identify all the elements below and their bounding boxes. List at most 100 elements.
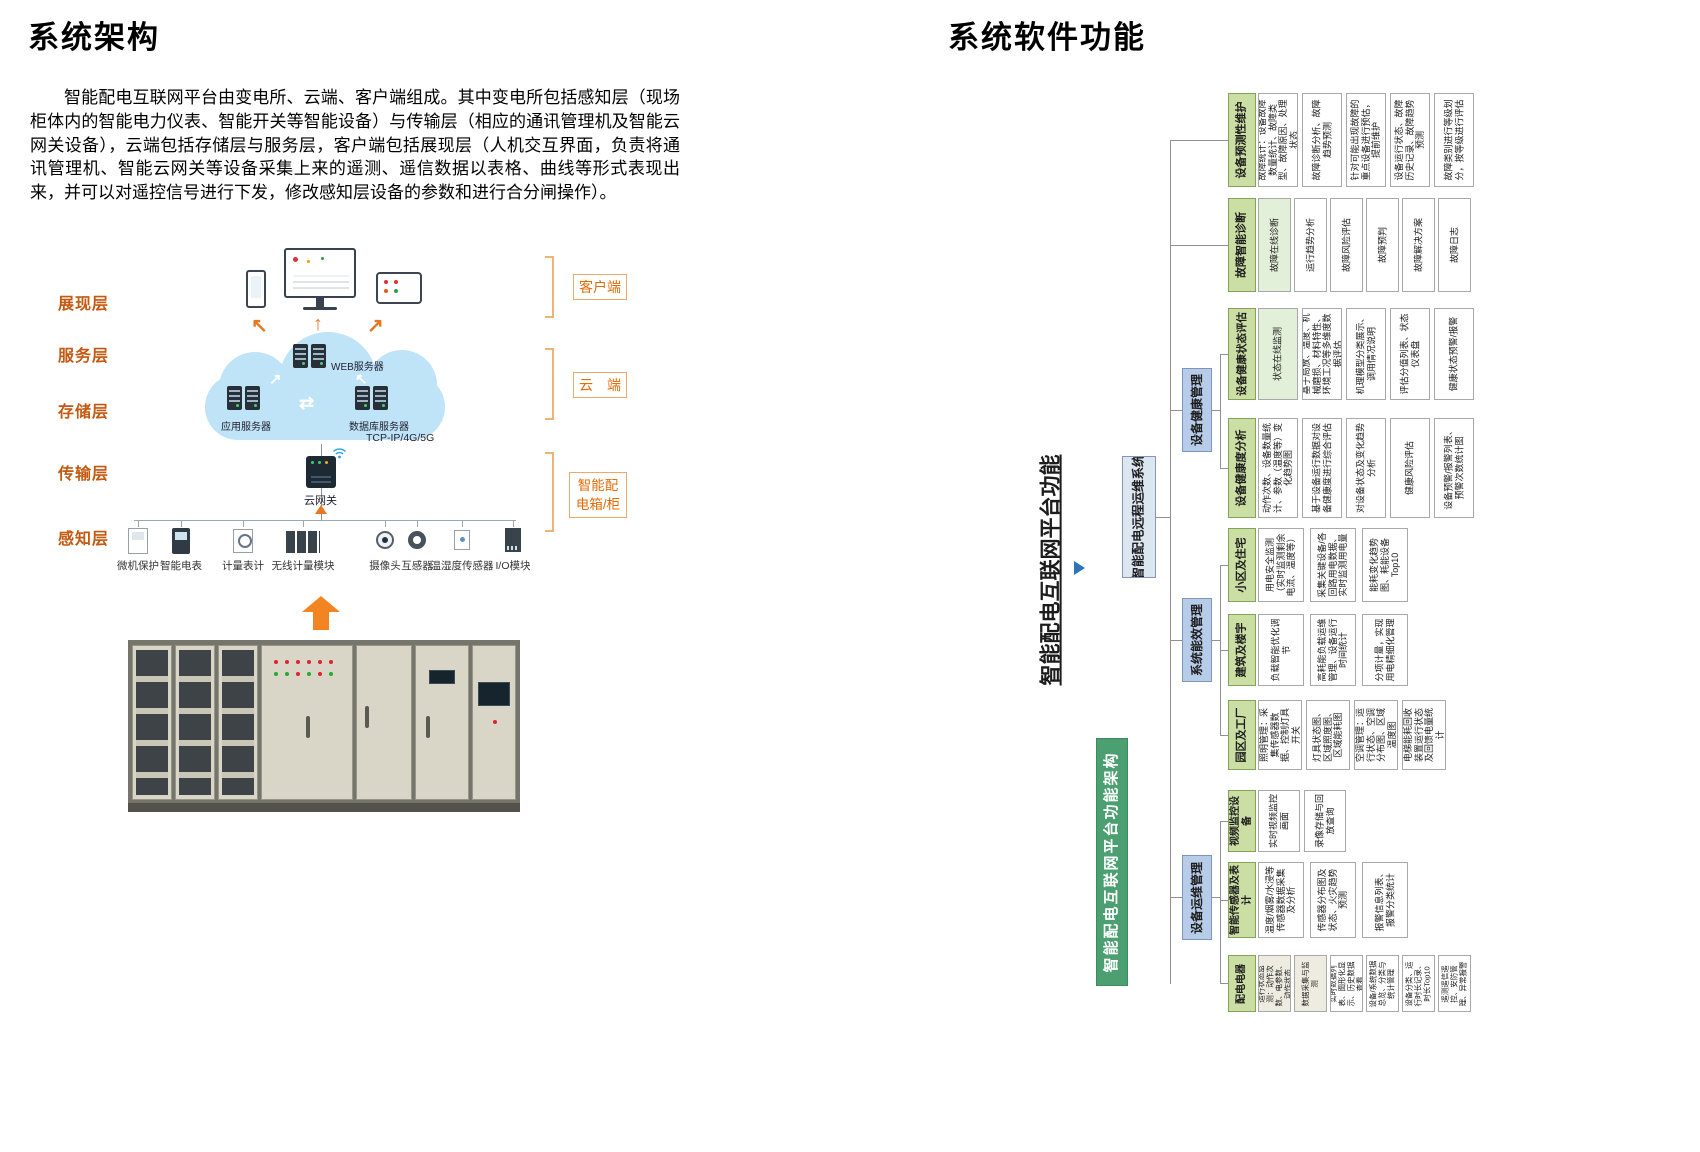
leaf-buildings: 建筑及楼宇: [1228, 614, 1256, 686]
cabinet-handle: [365, 706, 369, 728]
arrow-sync-icon: ⇄: [299, 393, 315, 413]
transformer-icon: [408, 531, 426, 549]
indicator-light: [493, 720, 497, 724]
protection-relay-icon: [128, 528, 148, 554]
detail-text: 传感器分布图及状态、火灾趋势预测: [1317, 868, 1349, 932]
detail-cell: 运行状态监测：动作次数、电参数、动作状态: [1258, 955, 1291, 1012]
detail-cell: 照明管理：采集传感器数据、控制灯具开关: [1258, 700, 1302, 770]
protocol-label: TCP-IP/4G/5G: [366, 432, 435, 444]
detail-text: 能耗变化趋势图、耗能设备Top10: [1369, 538, 1401, 593]
connector-line: [1220, 735, 1228, 736]
cabinet-meter-door: [415, 645, 469, 800]
device-label: 互感器: [401, 560, 433, 572]
leaf-video-monitoring: 视频监控设备: [1228, 790, 1256, 852]
detail-cell: 设备运行状态、故障历史记录、故障趋势预测: [1390, 93, 1430, 187]
root-node-label: 智能配电远程运维系统: [1131, 456, 1146, 578]
db-server-label: 数据库服务器: [349, 422, 409, 433]
connector-line: [1220, 900, 1228, 901]
connector-line: [1220, 821, 1228, 822]
page-title-architecture: 系统架构: [28, 20, 160, 55]
detail-text: 实时视频监控画面: [1268, 793, 1289, 848]
detail-cell: 设备预警/报警列表、预警次数统计图: [1434, 418, 1474, 518]
device-label: 智能电表: [160, 560, 202, 572]
cloud-shape: WEB服务器 ↗ ↖ ⇄ 应用服务器 数据库服务器: [203, 330, 449, 444]
detail-cell: 故障风险评估: [1330, 198, 1363, 292]
app-server-icon: [227, 386, 242, 410]
leaf-label: 园区及工厂: [1235, 707, 1248, 763]
app-server-icon: [245, 386, 260, 410]
detail-cell: 遥测遥信遥控、安防管理、异常报警: [1438, 955, 1471, 1012]
up-arrow-icon: [302, 596, 340, 612]
detail-cell: 灯具状态图、区域照度图、区域能耗图: [1306, 700, 1350, 770]
leaf-smart-sensors-meters: 智能传感器及表计: [1228, 862, 1256, 938]
bracket-tick: [545, 316, 552, 318]
branch-system-energy-management: 系统能效管理: [1182, 598, 1212, 682]
device-stub-line: [303, 520, 304, 527]
branch-label: 设备运维管理: [1189, 861, 1204, 934]
figure-caption-text: 智能配电互联网平台功能架构: [1103, 751, 1121, 973]
detail-text: 电梯能耗回收装置运行状态及回馈电量统计: [1402, 708, 1445, 763]
detail-cell: 故障在线诊断: [1258, 198, 1291, 292]
connector-line: [1220, 354, 1221, 468]
cabinet-drawers: [222, 650, 254, 795]
detail-cell: 实时数据列表、图形化显示、历史数据查看: [1330, 955, 1363, 1012]
device-label: 摄像头: [369, 560, 401, 572]
label-cloud-side: 云 端: [573, 372, 627, 398]
detail-text: 采集关键设备/各回路用电数据、实时监测用电量: [1317, 532, 1349, 598]
temp-humidity-sensor-icon: [454, 530, 470, 550]
connector-trunk: [1170, 140, 1171, 984]
branch-equipment-operation-management: 设备运维管理: [1182, 855, 1212, 940]
web-server-icon: [311, 344, 326, 368]
connector-line: [1170, 897, 1182, 898]
connector-line: [1170, 410, 1182, 411]
detail-cell: 设备/系统数据总览、分类与统计管理: [1366, 955, 1399, 1012]
cloud-gateway-icon: [306, 456, 336, 488]
leaf-distribution-electrical: 配电电器: [1228, 955, 1256, 1012]
camera-icon: [376, 531, 394, 549]
detail-text: 空调管理：运行状态、空调分布图、区域温度图: [1354, 708, 1397, 763]
gateway-label: 云网关: [304, 495, 337, 507]
root-node: 智能配电远程运维系统: [1122, 456, 1156, 578]
connector-line: [1220, 821, 1221, 983]
detail-text: 故障预判: [1377, 227, 1388, 264]
detail-text: 状态在线监测: [1272, 327, 1283, 382]
metering-device-icon: [233, 529, 253, 553]
connector-line: [1156, 517, 1170, 518]
architecture-description: 智能配电互联网平台由变电所、云端、客户端组成。其中变电所包括感知层（现场柜体内的…: [30, 88, 680, 203]
app-server-label: 应用服务器: [221, 422, 271, 433]
leaf-health-status-assessment: 设备健康状态评估: [1228, 308, 1256, 400]
platform-title-vertical: 智能配电互联网平台功能: [1030, 428, 1072, 712]
detail-cell: 故障解决方案: [1402, 198, 1435, 292]
detail-cell: 采集关键设备/各回路用电数据、实时监测用电量: [1310, 528, 1356, 602]
device-label: I/O模块: [495, 560, 531, 572]
layer-label-storage: 存储层: [58, 404, 110, 421]
detail-cell: 传感器分布图及状态、火灾趋势预测: [1310, 862, 1356, 938]
detail-cell: 故障类别进行等级划分，按等级进行评估: [1434, 93, 1474, 187]
leaf-label: 设备预测性维护: [1235, 101, 1248, 179]
detail-text: 数据采集与监测: [1300, 961, 1319, 1006]
detail-cell: 用电安全监测（实时监测剩余电流、温度等）: [1258, 528, 1304, 602]
device-label: 无线计量模块: [271, 560, 335, 572]
detail-text: 故障类别进行等级划分，按等级进行评估: [1443, 99, 1464, 181]
leaf-health-degree-analysis: 设备健康度分析: [1228, 418, 1256, 518]
monitor-icon: [284, 248, 356, 298]
device-stub-line: [181, 520, 182, 527]
cabinet-drawer-column: [175, 645, 215, 800]
cabinet-drawer-column: [132, 645, 172, 800]
leaf-label: 智能传感器及表计: [1230, 865, 1253, 935]
detail-cell: 针对可能出现故障的重点设备进行预估，提前维护: [1346, 93, 1386, 187]
detail-text: 故障在线诊断: [1269, 218, 1280, 273]
device-stub-line: [138, 520, 139, 527]
detail-text: 故障风险评估: [1341, 218, 1352, 273]
arrow-up-right-icon: ↗: [367, 315, 384, 337]
detail-cell: 状态在线监测: [1258, 308, 1298, 400]
indicator-lights-red: [274, 660, 278, 664]
bracket-tick: [545, 256, 552, 258]
detail-text: 故障统计：设备故障数量统计、故障类型、故障原因、处理状态: [1258, 99, 1298, 181]
connector-line: [1220, 650, 1228, 651]
detail-cell: 实时视频监控画面: [1258, 790, 1300, 852]
detail-cell: 对设备状态及变化趋势分析: [1346, 418, 1386, 518]
layer-label-presentation: 展现层: [58, 296, 110, 313]
db-server-icon: [355, 386, 370, 410]
panel-screen: [478, 682, 510, 706]
